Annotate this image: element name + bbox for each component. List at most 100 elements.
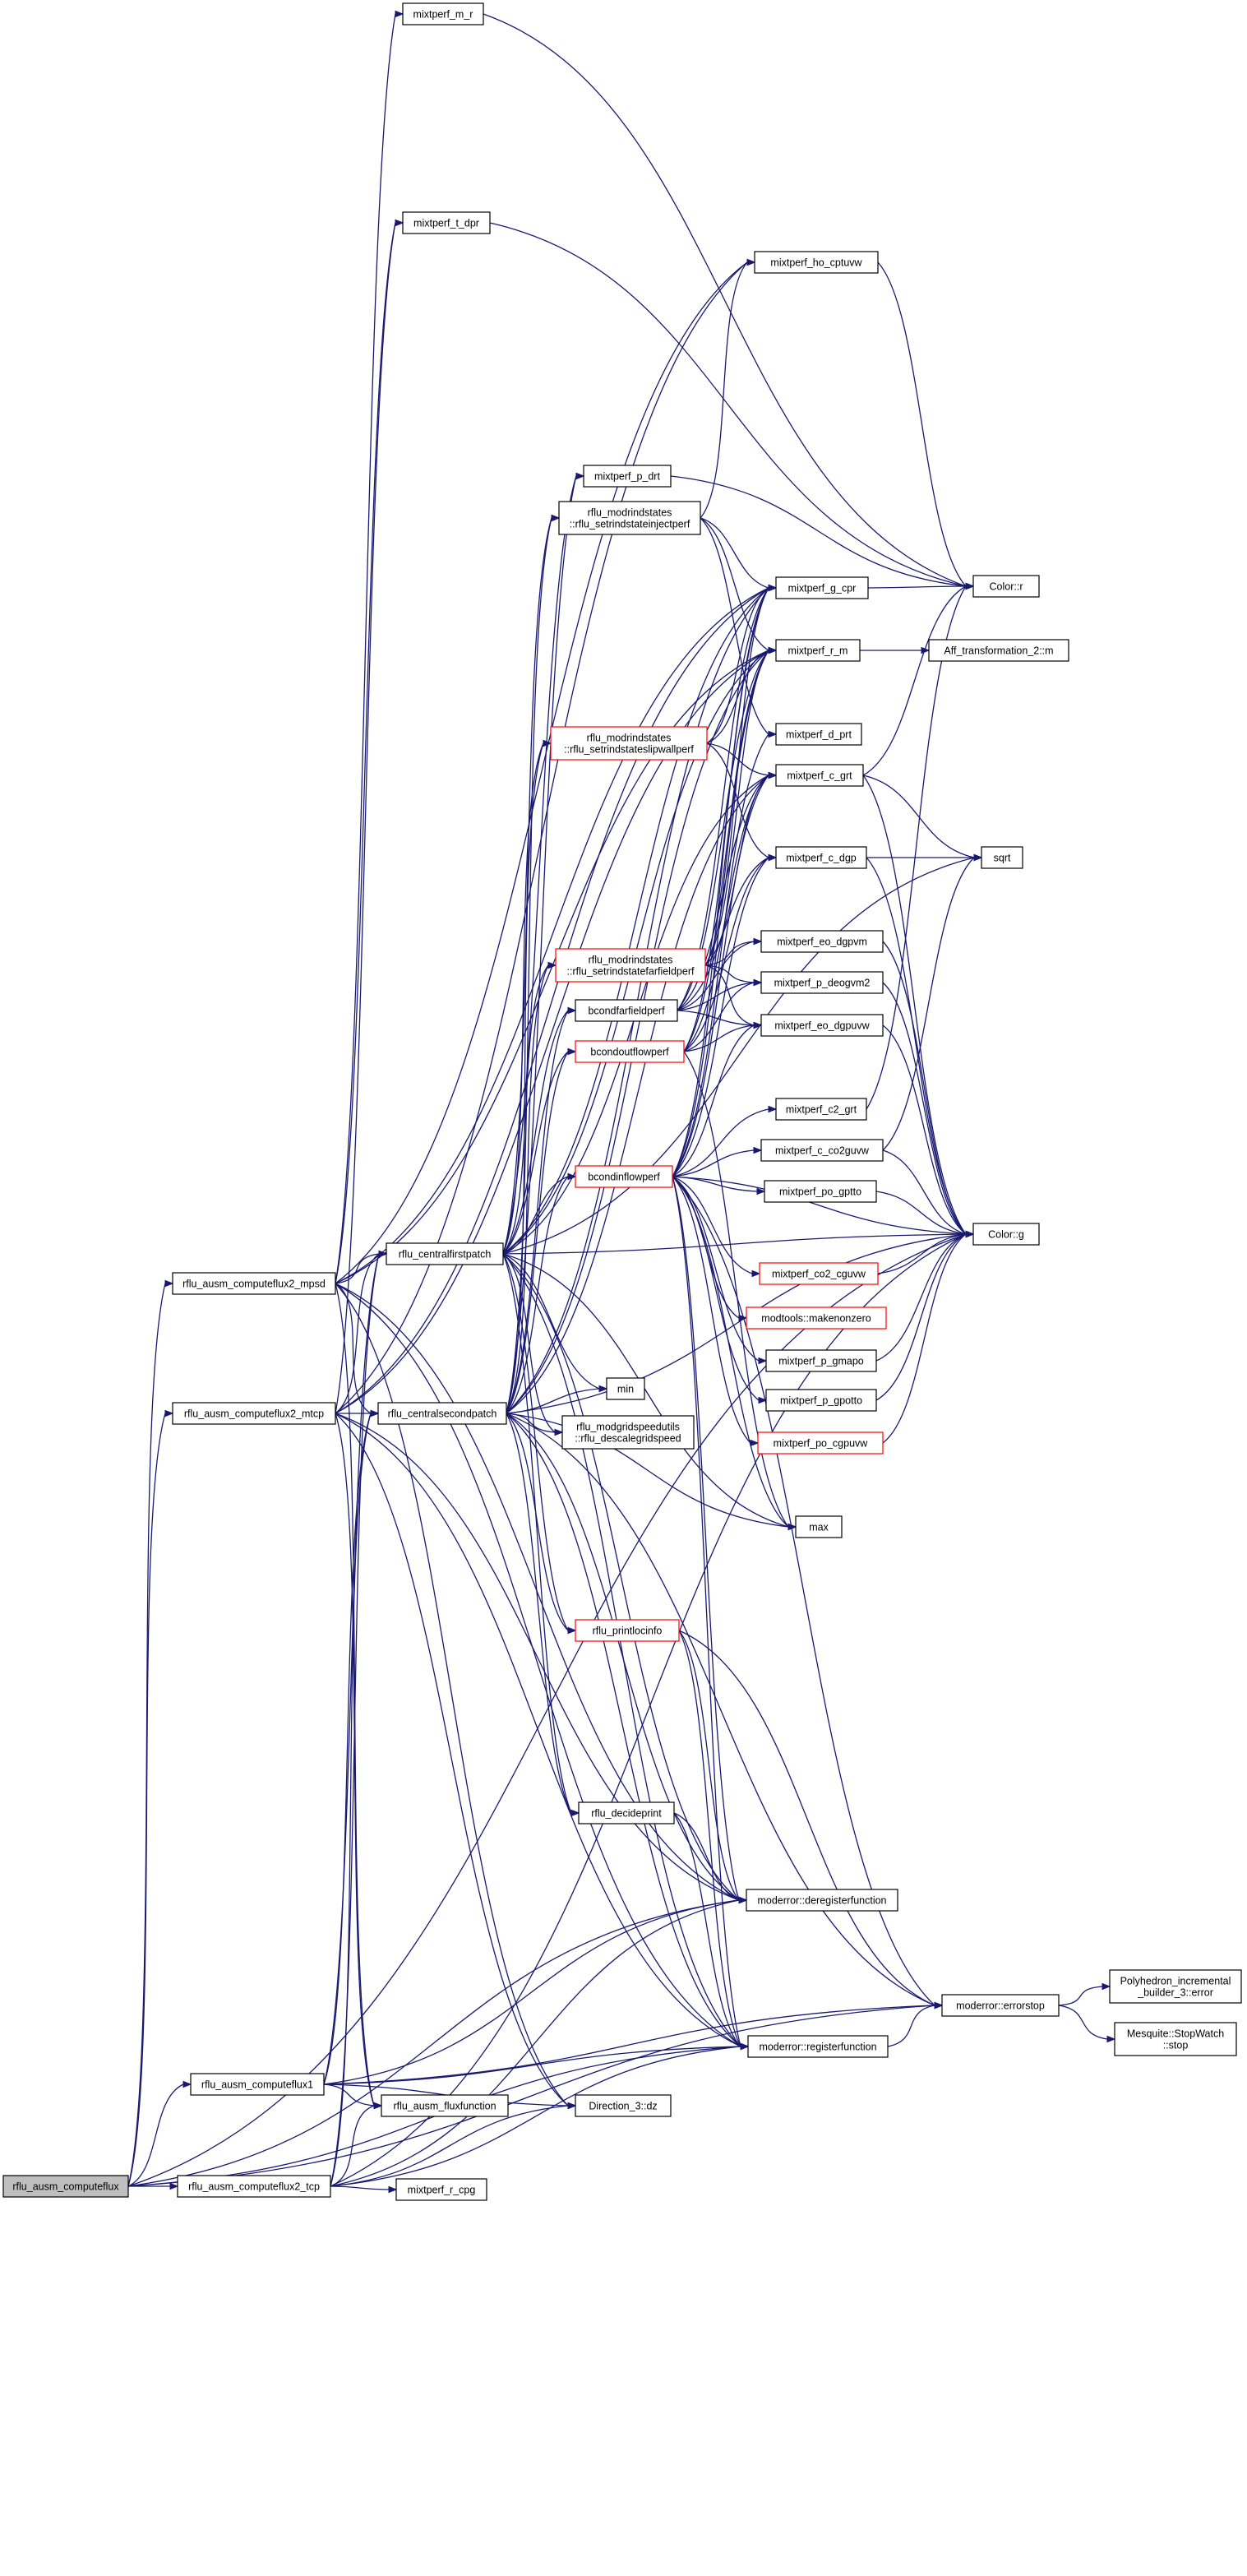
node-rcpg[interactable]: mixtperf_r_cpg bbox=[395, 2178, 487, 2201]
edge-csp-to-inject bbox=[506, 517, 552, 1414]
node-root[interactable]: rflu_ausm_computeflux bbox=[2, 2175, 129, 2198]
node-label-tdpr-0: mixtperf_t_dpr bbox=[413, 218, 479, 229]
node-rm[interactable]: mixtperf_r_m bbox=[775, 639, 861, 662]
node-label-dz-0: Direction_3::dz bbox=[589, 2101, 657, 2112]
edge-csp-to-reg bbox=[506, 1413, 741, 2047]
node-eodgpuvw[interactable]: mixtperf_eo_dgpuvw bbox=[760, 1014, 884, 1037]
node-label-aff-0: Aff_transformation_2::m bbox=[944, 645, 1053, 657]
node-label-farfield-0: rflu_modrindstates bbox=[589, 955, 673, 966]
edge-csp-to-bcfar bbox=[506, 1010, 569, 1414]
node-pgmapo[interactable]: mixtperf_p_gmapo bbox=[765, 1349, 877, 1372]
edge-csp-to-errstop bbox=[506, 1413, 935, 2006]
arrowhead-tcp-to-rcpg bbox=[388, 2185, 398, 2194]
edge-csp-to-max bbox=[506, 1413, 789, 1528]
node-label-mr-0: mixtperf_m_r bbox=[413, 9, 473, 21]
edge-cfp-to-descale bbox=[502, 1253, 556, 1433]
node-csp[interactable]: rflu_centralsecondpatch bbox=[377, 1402, 507, 1425]
node-label-farfield-1: ::rflu_setrindstatefarfieldperf bbox=[567, 966, 695, 978]
edge-bcin-to-pgpotto bbox=[672, 1176, 760, 1401]
node-cco2guvw[interactable]: mixtperf_c_co2guvw bbox=[760, 1139, 884, 1162]
node-cdgp[interactable]: mixtperf_c_dgp bbox=[775, 846, 867, 869]
node-colg[interactable]: Color::g bbox=[972, 1223, 1040, 1246]
node-dz[interactable]: Direction_3::dz bbox=[575, 2094, 672, 2117]
node-pdeogvm2[interactable]: mixtperf_p_deogvm2 bbox=[760, 971, 884, 994]
node-aff[interactable]: Aff_transformation_2::m bbox=[928, 639, 1069, 662]
node-box-fluxfn bbox=[381, 2094, 509, 2117]
node-label-fluxfn-0: rflu_ausm_fluxfunction bbox=[393, 2101, 496, 2112]
node-dprt[interactable]: mixtperf_d_prt bbox=[775, 723, 862, 746]
node-label-errstop-0: moderror::errorstop bbox=[956, 2000, 1045, 2012]
node-printloc[interactable]: rflu_printlocinfo bbox=[575, 1619, 680, 1642]
node-cgrt[interactable]: mixtperf_c_grt bbox=[775, 764, 864, 787]
node-descale[interactable]: rflu_modgridspeedutils::rflu_descalegrid… bbox=[561, 1415, 695, 1450]
edge-errstop-to-stopw bbox=[1058, 2005, 1108, 2040]
node-farfield[interactable]: rflu_modrindstates::rflu_setrindstatefar… bbox=[555, 948, 706, 983]
node-tcp[interactable]: rflu_ausm_computeflux2_tcp bbox=[177, 2175, 331, 2198]
edge-cgrt-to-colr bbox=[862, 585, 967, 776]
node-cf1[interactable]: rflu_ausm_computeflux1 bbox=[190, 2073, 325, 2096]
node-bcfar[interactable]: bcondfarfieldperf bbox=[575, 999, 678, 1022]
edge-pogptto-to-colg bbox=[875, 1191, 967, 1235]
node-bcout[interactable]: bcondoutflowperf bbox=[575, 1040, 685, 1063]
arrowhead-decide-to-reg bbox=[740, 2042, 750, 2051]
node-box-reg bbox=[747, 2035, 889, 2058]
node-stopw[interactable]: Mesquite::StopWatch::stop bbox=[1114, 2022, 1237, 2056]
node-tdpr[interactable]: mixtperf_t_dpr bbox=[402, 211, 491, 234]
node-eodgpvm[interactable]: mixtperf_eo_dgpvm bbox=[760, 930, 884, 953]
node-label-co2cguvw-0: mixtperf_co2_cguvw bbox=[772, 1269, 866, 1280]
node-label-sqrt-0: sqrt bbox=[994, 853, 1011, 864]
node-colr[interactable]: Color::r bbox=[972, 575, 1040, 598]
edge-pgpotto-to-colg bbox=[875, 1233, 967, 1401]
node-label-pdeogvm2-0: mixtperf_p_deogvm2 bbox=[774, 978, 871, 989]
node-co2cguvw[interactable]: mixtperf_co2_cguvw bbox=[759, 1262, 879, 1285]
edge-printloc-to-dereg bbox=[678, 1630, 740, 1901]
arrowhead-csp-to-printloc bbox=[567, 1626, 577, 1635]
edge-farfield-to-pdeogvm2 bbox=[704, 964, 755, 983]
node-label-tcp-0: rflu_ausm_computeflux2_tcp bbox=[188, 2181, 320, 2193]
node-cfp[interactable]: rflu_centralfirstpatch bbox=[386, 1242, 504, 1265]
node-decide[interactable]: rflu_decideprint bbox=[578, 1801, 675, 1824]
node-box-polyerr bbox=[1109, 1969, 1242, 2004]
edge-pdrt-to-colr bbox=[670, 475, 967, 587]
node-c2grt[interactable]: mixtperf_c2_grt bbox=[775, 1098, 867, 1121]
arrowhead-bcout-to-pdeogvm2 bbox=[753, 978, 763, 987]
edge-c2grt-to-colr bbox=[866, 585, 967, 1110]
node-pocgpuvw[interactable]: mixtperf_po_cgpuvw bbox=[757, 1431, 884, 1454]
node-inject[interactable]: rflu_modrindstates::rflu_setrindstateinj… bbox=[558, 501, 701, 535]
node-polyerr[interactable]: Polyhedron_incremental_builder_3::error bbox=[1109, 1969, 1242, 2004]
node-label-bcout-0: bcondoutflowperf bbox=[590, 1047, 669, 1058]
arrowhead-csp-to-descale bbox=[554, 1428, 564, 1436]
node-bcin[interactable]: bcondinflowperf bbox=[575, 1165, 673, 1188]
node-label-bcfar-0: bcondfarfieldperf bbox=[588, 1006, 665, 1017]
node-max[interactable]: max bbox=[795, 1515, 843, 1538]
node-makenonzero[interactable]: modtools::makenonzero bbox=[746, 1306, 887, 1330]
node-errstop[interactable]: moderror::errorstop bbox=[941, 1994, 1060, 2017]
edge-decide-to-dereg bbox=[673, 1812, 740, 1901]
node-mtcp[interactable]: rflu_ausm_computeflux2_mtcp bbox=[172, 1402, 336, 1425]
node-fluxfn[interactable]: rflu_ausm_fluxfunction bbox=[381, 2094, 509, 2117]
edge-mpsd-to-gcpr bbox=[335, 587, 769, 1284]
node-box-co2cguvw bbox=[759, 1262, 879, 1285]
edge-co2cguvw-to-colg bbox=[877, 1233, 967, 1274]
edge-pgmapo-to-colg bbox=[875, 1233, 967, 1362]
edge-cf1-to-dereg bbox=[323, 1899, 740, 2085]
node-hocptuvw[interactable]: mixtperf_ho_cptuvw bbox=[754, 251, 879, 274]
edge-pocgpuvw-to-colg bbox=[882, 1233, 967, 1444]
node-min[interactable]: min bbox=[606, 1377, 645, 1400]
node-sqrt[interactable]: sqrt bbox=[981, 846, 1023, 869]
edge-cfp-to-gcpr bbox=[502, 587, 769, 1255]
node-box-pgmapo bbox=[765, 1349, 877, 1372]
node-slipwall[interactable]: rflu_modrindstates::rflu_setrindstatesli… bbox=[550, 726, 708, 761]
node-gcpr[interactable]: mixtperf_g_cpr bbox=[775, 576, 869, 599]
node-label-pgmapo-0: mixtperf_p_gmapo bbox=[778, 1356, 864, 1367]
node-pgpotto[interactable]: mixtperf_p_gpotto bbox=[765, 1389, 877, 1412]
node-reg[interactable]: moderror::registerfunction bbox=[747, 2035, 889, 2058]
node-mr[interactable]: mixtperf_m_r bbox=[402, 2, 484, 25]
arrowhead-root-to-cf1 bbox=[182, 2080, 192, 2088]
node-mpsd[interactable]: rflu_ausm_computeflux2_mpsd bbox=[172, 1272, 336, 1295]
node-pogptto[interactable]: mixtperf_po_gptto bbox=[764, 1180, 877, 1203]
node-label-eodgpvm-0: mixtperf_eo_dgpvm bbox=[777, 937, 867, 948]
node-dereg[interactable]: moderror::deregisterfunction bbox=[746, 1889, 898, 1912]
edge-cf1-to-csp bbox=[323, 1413, 372, 2085]
node-pdrt[interactable]: mixtperf_p_drt bbox=[583, 465, 672, 488]
